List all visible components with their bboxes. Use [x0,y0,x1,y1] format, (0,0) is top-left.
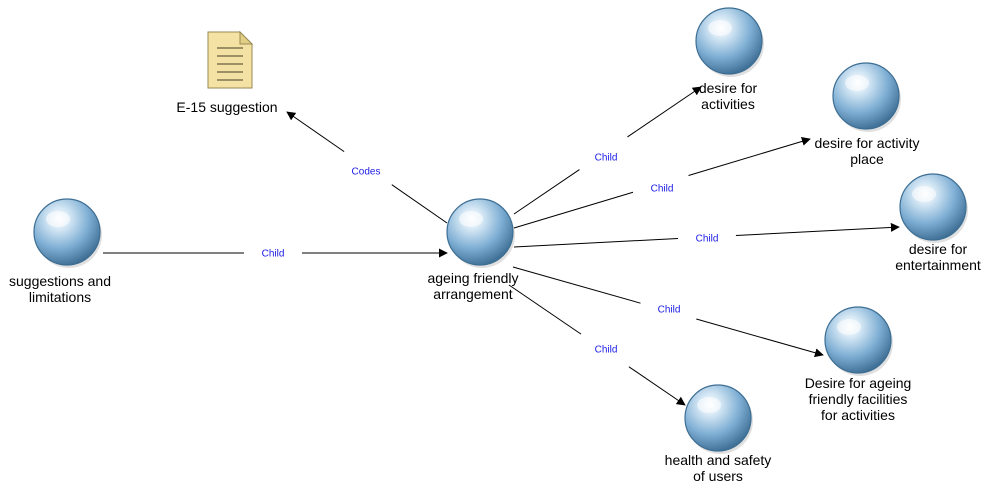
edge-label: Codes [352,167,381,178]
edge-ageing-health[interactable]: Child [508,284,686,406]
node-label: suggestions and [9,273,111,289]
edge-line-start [513,191,634,229]
edge-suggestions-ageing[interactable]: Child [103,248,448,260]
edge-label: Child [696,234,719,245]
node-label: desire for [909,241,968,257]
node-label: desire for [699,80,758,96]
node-label: limitations [29,289,91,305]
edge-line-end [286,111,345,153]
edge-label: Child [595,345,618,356]
edge-ageing-activity_place[interactable]: Child [513,137,811,229]
edge-label: Child [595,153,618,164]
node-label: entertainment [895,257,981,273]
sphere-icon [695,7,764,77]
edge-ageing-activities[interactable]: Child [513,86,702,215]
edge-label: Child [262,249,285,260]
document-icon [207,30,254,89]
node-label: Desire for ageing [805,375,912,391]
edge-ageing-facilities[interactable]: Child [512,266,824,358]
edge-line-start [508,284,582,335]
edge-line-start [513,169,580,215]
node-label: friendly facilities [809,391,908,407]
node-label: E-15 suggestion [176,99,277,115]
node-label: ageing friendly [427,270,518,286]
sphere-icon [824,306,893,376]
node-label: desire for activity [814,135,919,151]
node-e15[interactable]: E-15 suggestion [176,30,278,115]
edge-line-start [391,184,448,224]
edge-label: Child [658,305,681,316]
edge-line-end [696,318,824,358]
edge-label: Child [651,184,674,195]
node-label: health and safety [665,452,772,468]
sphere-icon [446,198,515,268]
node-label: activities [701,96,755,112]
sphere-icon [33,198,102,268]
node-label: place [850,151,884,167]
sphere-icon [832,62,901,132]
edge-ageing-e15[interactable]: Codes [286,111,448,224]
edge-ageing-entertainment[interactable]: Child [513,222,900,248]
node-label: arrangement [433,286,512,302]
edge-line-end [627,86,702,138]
edge-line-end [688,137,811,177]
node-label: for activities [821,407,895,423]
sphere-icon [684,384,753,454]
edge-line-end [735,222,900,236]
edge-line-start [513,237,679,248]
sphere-icon [899,173,968,243]
edge-line-start [512,266,641,304]
edge-line-end [628,366,686,406]
node-label: of users [693,468,743,483]
